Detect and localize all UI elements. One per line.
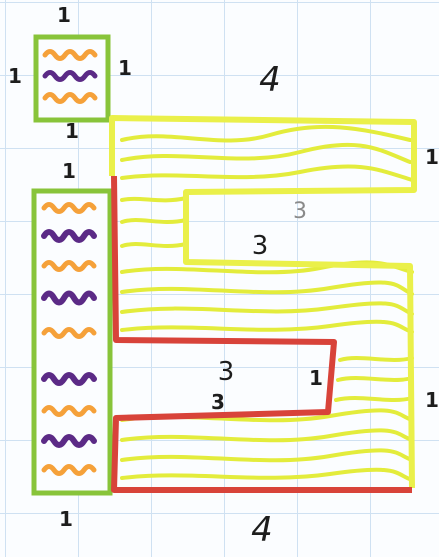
bottom-width-label: 4: [251, 513, 273, 547]
upper-notch-gray-label: 3: [293, 201, 307, 223]
top-tile-top-label: 1: [57, 5, 71, 25]
top-tile-left-label: 1: [8, 66, 22, 86]
lower-notch-depth-2-label: 3: [211, 392, 225, 412]
e-shape-hatching: [122, 127, 412, 480]
left-strip: [34, 191, 110, 493]
lower-notch-depth-label: 3: [218, 359, 235, 385]
left-strip-bottom-label: 1: [59, 509, 73, 529]
top-tile-right-label: 1: [118, 58, 132, 78]
upper-notch-dark-label: 3: [252, 233, 269, 259]
top-tile-bottom-label: 1: [65, 121, 79, 141]
right-bottom-label: 1: [425, 390, 439, 410]
top-small-tile: [36, 37, 108, 120]
top-width-label: 4: [259, 63, 281, 97]
lower-notch-inner-label: 1: [309, 368, 323, 388]
left-strip-top-label: 1: [62, 161, 76, 181]
right-top-label: 1: [425, 147, 439, 167]
